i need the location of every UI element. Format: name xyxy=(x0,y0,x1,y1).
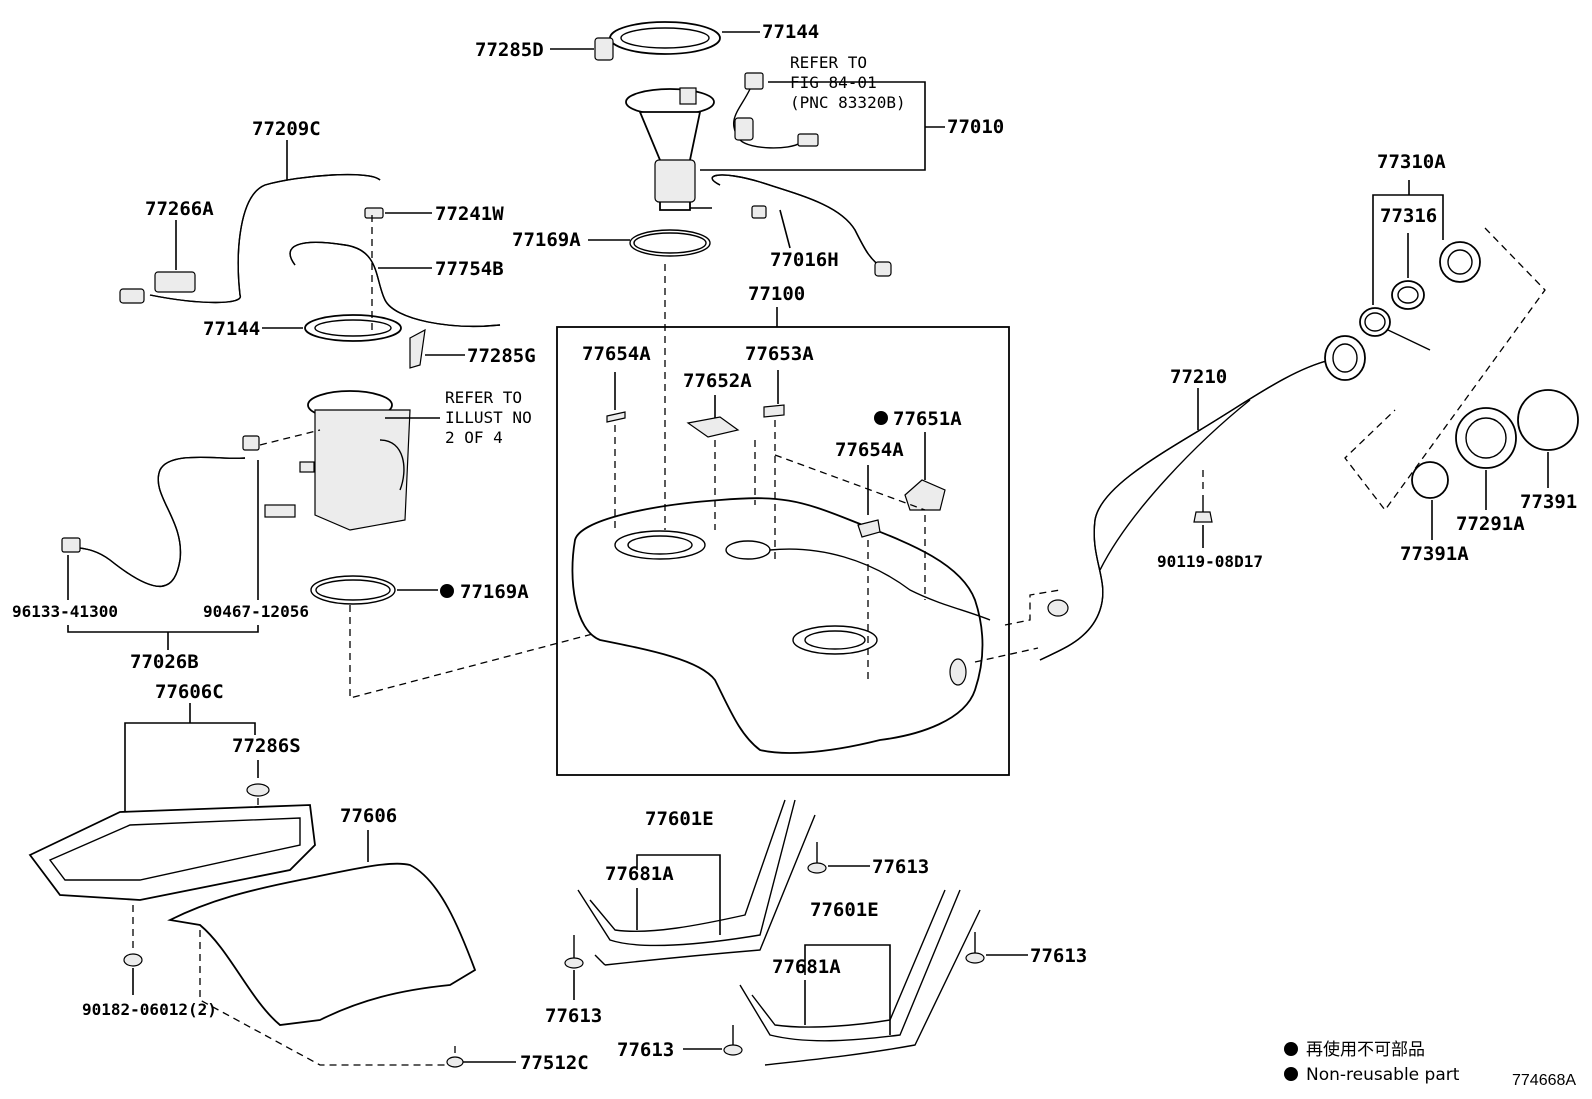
label-77606c: 77606C xyxy=(155,681,224,703)
note-refer-illust-3: 2 OF 4 xyxy=(445,428,503,447)
inlet-box-77291a xyxy=(1455,407,1517,469)
legend-item-1: 再使用不可部品 xyxy=(1306,1039,1425,1060)
label-77169a-bot: 77169A xyxy=(460,581,529,603)
fuel-tank-group: 77100 77654A 77652A 77653A 77651A 77654A xyxy=(556,264,1010,776)
label-90119: 90119-08D17 xyxy=(1157,552,1263,571)
label-77391: 77391 xyxy=(1520,491,1577,513)
fuel-tank-body xyxy=(571,497,984,754)
filler-neck xyxy=(1324,335,1366,381)
retainer-ring-top xyxy=(609,21,721,55)
label-77754b: 77754B xyxy=(435,258,504,280)
gasket-77391 xyxy=(1517,389,1579,451)
label-77144-top: 77144 xyxy=(762,21,819,43)
filler-pipe-group: 77210 90119-08D17 77310A 77316 77391 772… xyxy=(974,151,1579,663)
label-77606: 77606 xyxy=(340,805,397,827)
label-77210: 77210 xyxy=(1170,366,1227,388)
vent-hose-group: 77209C 77266A 77241W 77754B 77144 77285G xyxy=(119,118,536,369)
label-77241w: 77241W xyxy=(435,203,504,225)
bolt-77613-4 xyxy=(723,1025,743,1056)
label-77391a: 77391A xyxy=(1400,543,1469,565)
note-refer-illust-1: REFER TO xyxy=(445,388,522,407)
label-77169a-top: 77169A xyxy=(512,229,581,251)
label-77016h: 77016H xyxy=(770,249,839,271)
label-77286s: 77286S xyxy=(232,735,301,757)
legend: 再使用不可部品 Non-reusable part 774668A xyxy=(1284,1039,1576,1089)
bracket-77266a xyxy=(154,271,196,293)
label-77266a: 77266A xyxy=(145,198,214,220)
label-77601e-1: 77601E xyxy=(645,808,714,830)
protector-77606c xyxy=(28,804,316,901)
note-refer-fig-1: REFER TO xyxy=(790,53,867,72)
clamp-77651a xyxy=(904,479,946,511)
label-77291a: 77291A xyxy=(1456,513,1525,535)
label-77652a: 77652A xyxy=(683,370,752,392)
label-77144-mid: 77144 xyxy=(203,318,260,340)
protector-group: 77606C 77286S 90182-06012(2) 77606 77512… xyxy=(28,681,589,1074)
legend-item-2: Non-reusable part xyxy=(1306,1065,1460,1085)
label-77654a-2: 77654A xyxy=(835,439,904,461)
label-77681a-1: 77681A xyxy=(605,863,674,885)
label-77512c: 77512C xyxy=(520,1052,589,1074)
retainer-ring-mid xyxy=(304,314,402,342)
figure-id: 774668A xyxy=(1512,1072,1576,1089)
note-refer-fig-3: (PNC 83320B) xyxy=(790,93,906,112)
legend-bullet-2 xyxy=(1284,1067,1298,1081)
label-77010: 77010 xyxy=(947,116,1004,138)
fuel-pump-group: 77144 77285D 77010 REFER TO FIG 84-01 (P… xyxy=(475,21,1004,277)
label-77601e-2: 77601E xyxy=(810,899,879,921)
note-refer-illust-2: ILLUST NO xyxy=(445,408,532,427)
non-reusable-marker-77651a xyxy=(874,411,888,425)
strap-group: 77601E 77681A 77601E 77681A 77613 77613 xyxy=(545,799,1087,1066)
note-refer-fig-2: FIG 84-01 xyxy=(790,73,877,92)
label-77285d: 77285D xyxy=(475,39,544,61)
bolt-77613-2 xyxy=(564,935,584,969)
sender-connector xyxy=(744,72,764,90)
label-96133: 96133-41300 xyxy=(12,602,118,621)
bolt-77613-1 xyxy=(807,842,827,874)
legend-bullet-1 xyxy=(1284,1042,1298,1056)
label-77653a: 77653A xyxy=(745,343,814,365)
sub-tank-module: REFER TO ILLUST NO 2 OF 4 77169A 96133-4… xyxy=(12,215,836,699)
label-77654a-1: 77654A xyxy=(582,343,651,365)
label-77100: 77100 xyxy=(748,283,805,305)
bolt-77613-3 xyxy=(965,932,985,964)
gasket-77391a xyxy=(1411,461,1449,499)
clip-77285d xyxy=(594,37,614,61)
label-77613-3: 77613 xyxy=(1030,945,1087,967)
label-77651a: 77651A xyxy=(893,408,962,430)
label-77613-1: 77613 xyxy=(872,856,929,878)
protector-77606 xyxy=(167,862,477,1026)
sub-tank-body xyxy=(314,409,411,531)
label-90467: 90467-12056 xyxy=(203,602,309,621)
label-77209c: 77209C xyxy=(252,118,321,140)
label-77310a: 77310A xyxy=(1377,151,1446,173)
gasket-77169a-top xyxy=(629,229,711,257)
non-reusable-marker-77169a xyxy=(440,584,454,598)
label-77316: 77316 xyxy=(1380,205,1437,227)
label-90182: 90182-06012(2) xyxy=(82,1000,217,1019)
fuel-tank-frame xyxy=(556,326,1010,776)
gasket-77316 xyxy=(1391,280,1425,310)
label-77285g: 77285G xyxy=(467,345,536,367)
label-77613-2: 77613 xyxy=(545,1005,602,1027)
label-77681a-2: 77681A xyxy=(772,956,841,978)
label-77613-4: 77613 xyxy=(617,1039,674,1061)
label-77026b: 77026B xyxy=(130,651,199,673)
fuel-cap-77310a xyxy=(1439,241,1481,283)
